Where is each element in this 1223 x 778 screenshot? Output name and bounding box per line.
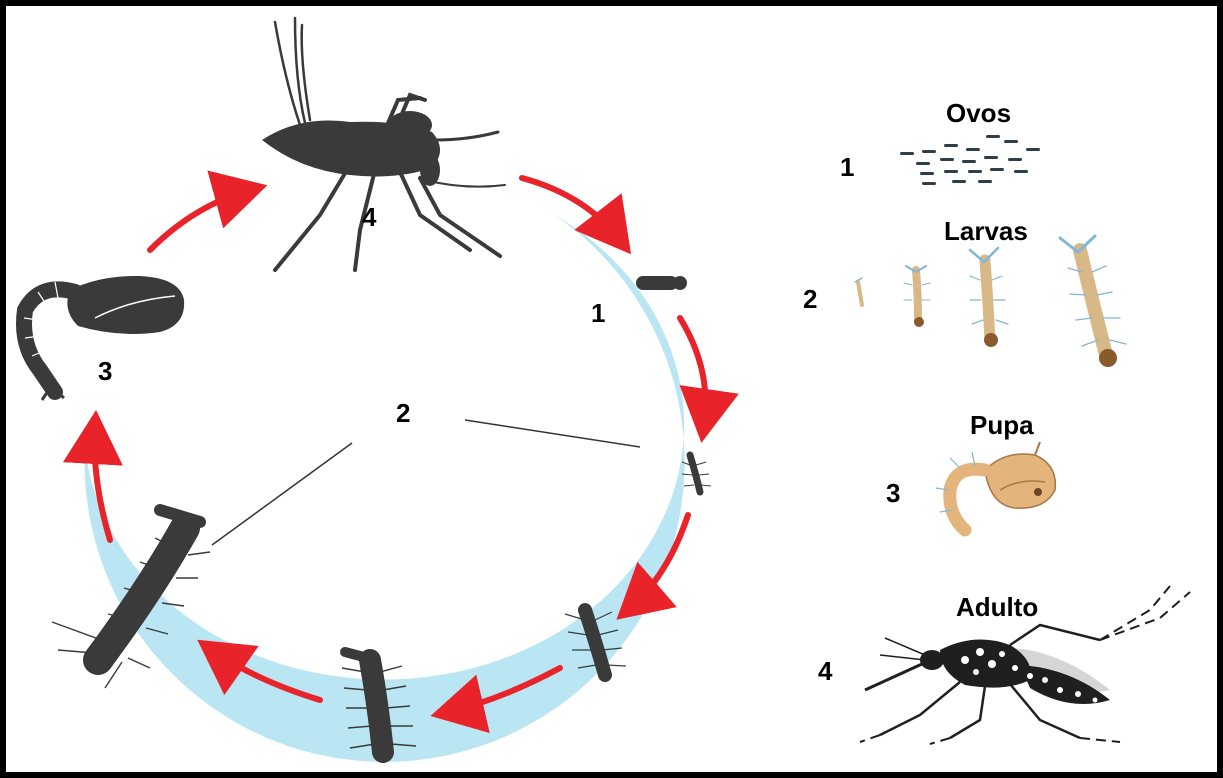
- larva-silhouette-icon: [682, 455, 711, 492]
- red-arrow-icon: [522, 178, 620, 240]
- cycle-label-egg: 1: [591, 298, 605, 329]
- red-arrow-icon: [680, 318, 706, 425]
- egg-silhouette-icon: [636, 276, 687, 290]
- red-arrow-icon: [150, 190, 250, 250]
- legend-title-eggs: Ovos: [946, 98, 1011, 129]
- legend-title-larvae: Larvas: [944, 216, 1028, 247]
- pointer-lines: [212, 420, 640, 545]
- legend-number-eggs: 1: [840, 152, 854, 183]
- eggs-icon: [900, 135, 1040, 185]
- larvae-icon: [855, 236, 1126, 367]
- cycle-label-larva: 2: [396, 398, 410, 429]
- legend-number-larvae: 2: [803, 284, 817, 315]
- cycle-label-pupa: 3: [98, 356, 112, 387]
- diagram-artwork: [6, 6, 1217, 772]
- legend-number-pupa: 3: [886, 478, 900, 509]
- mosquito-silhouette-icon: [262, 18, 505, 270]
- legend-title-adult: Adulto: [956, 592, 1038, 623]
- legend-title-pupa: Pupa: [970, 410, 1034, 441]
- pupa-icon: [936, 442, 1055, 530]
- cycle-label-adult: 4: [362, 202, 376, 233]
- legend-number-adult: 4: [818, 656, 832, 687]
